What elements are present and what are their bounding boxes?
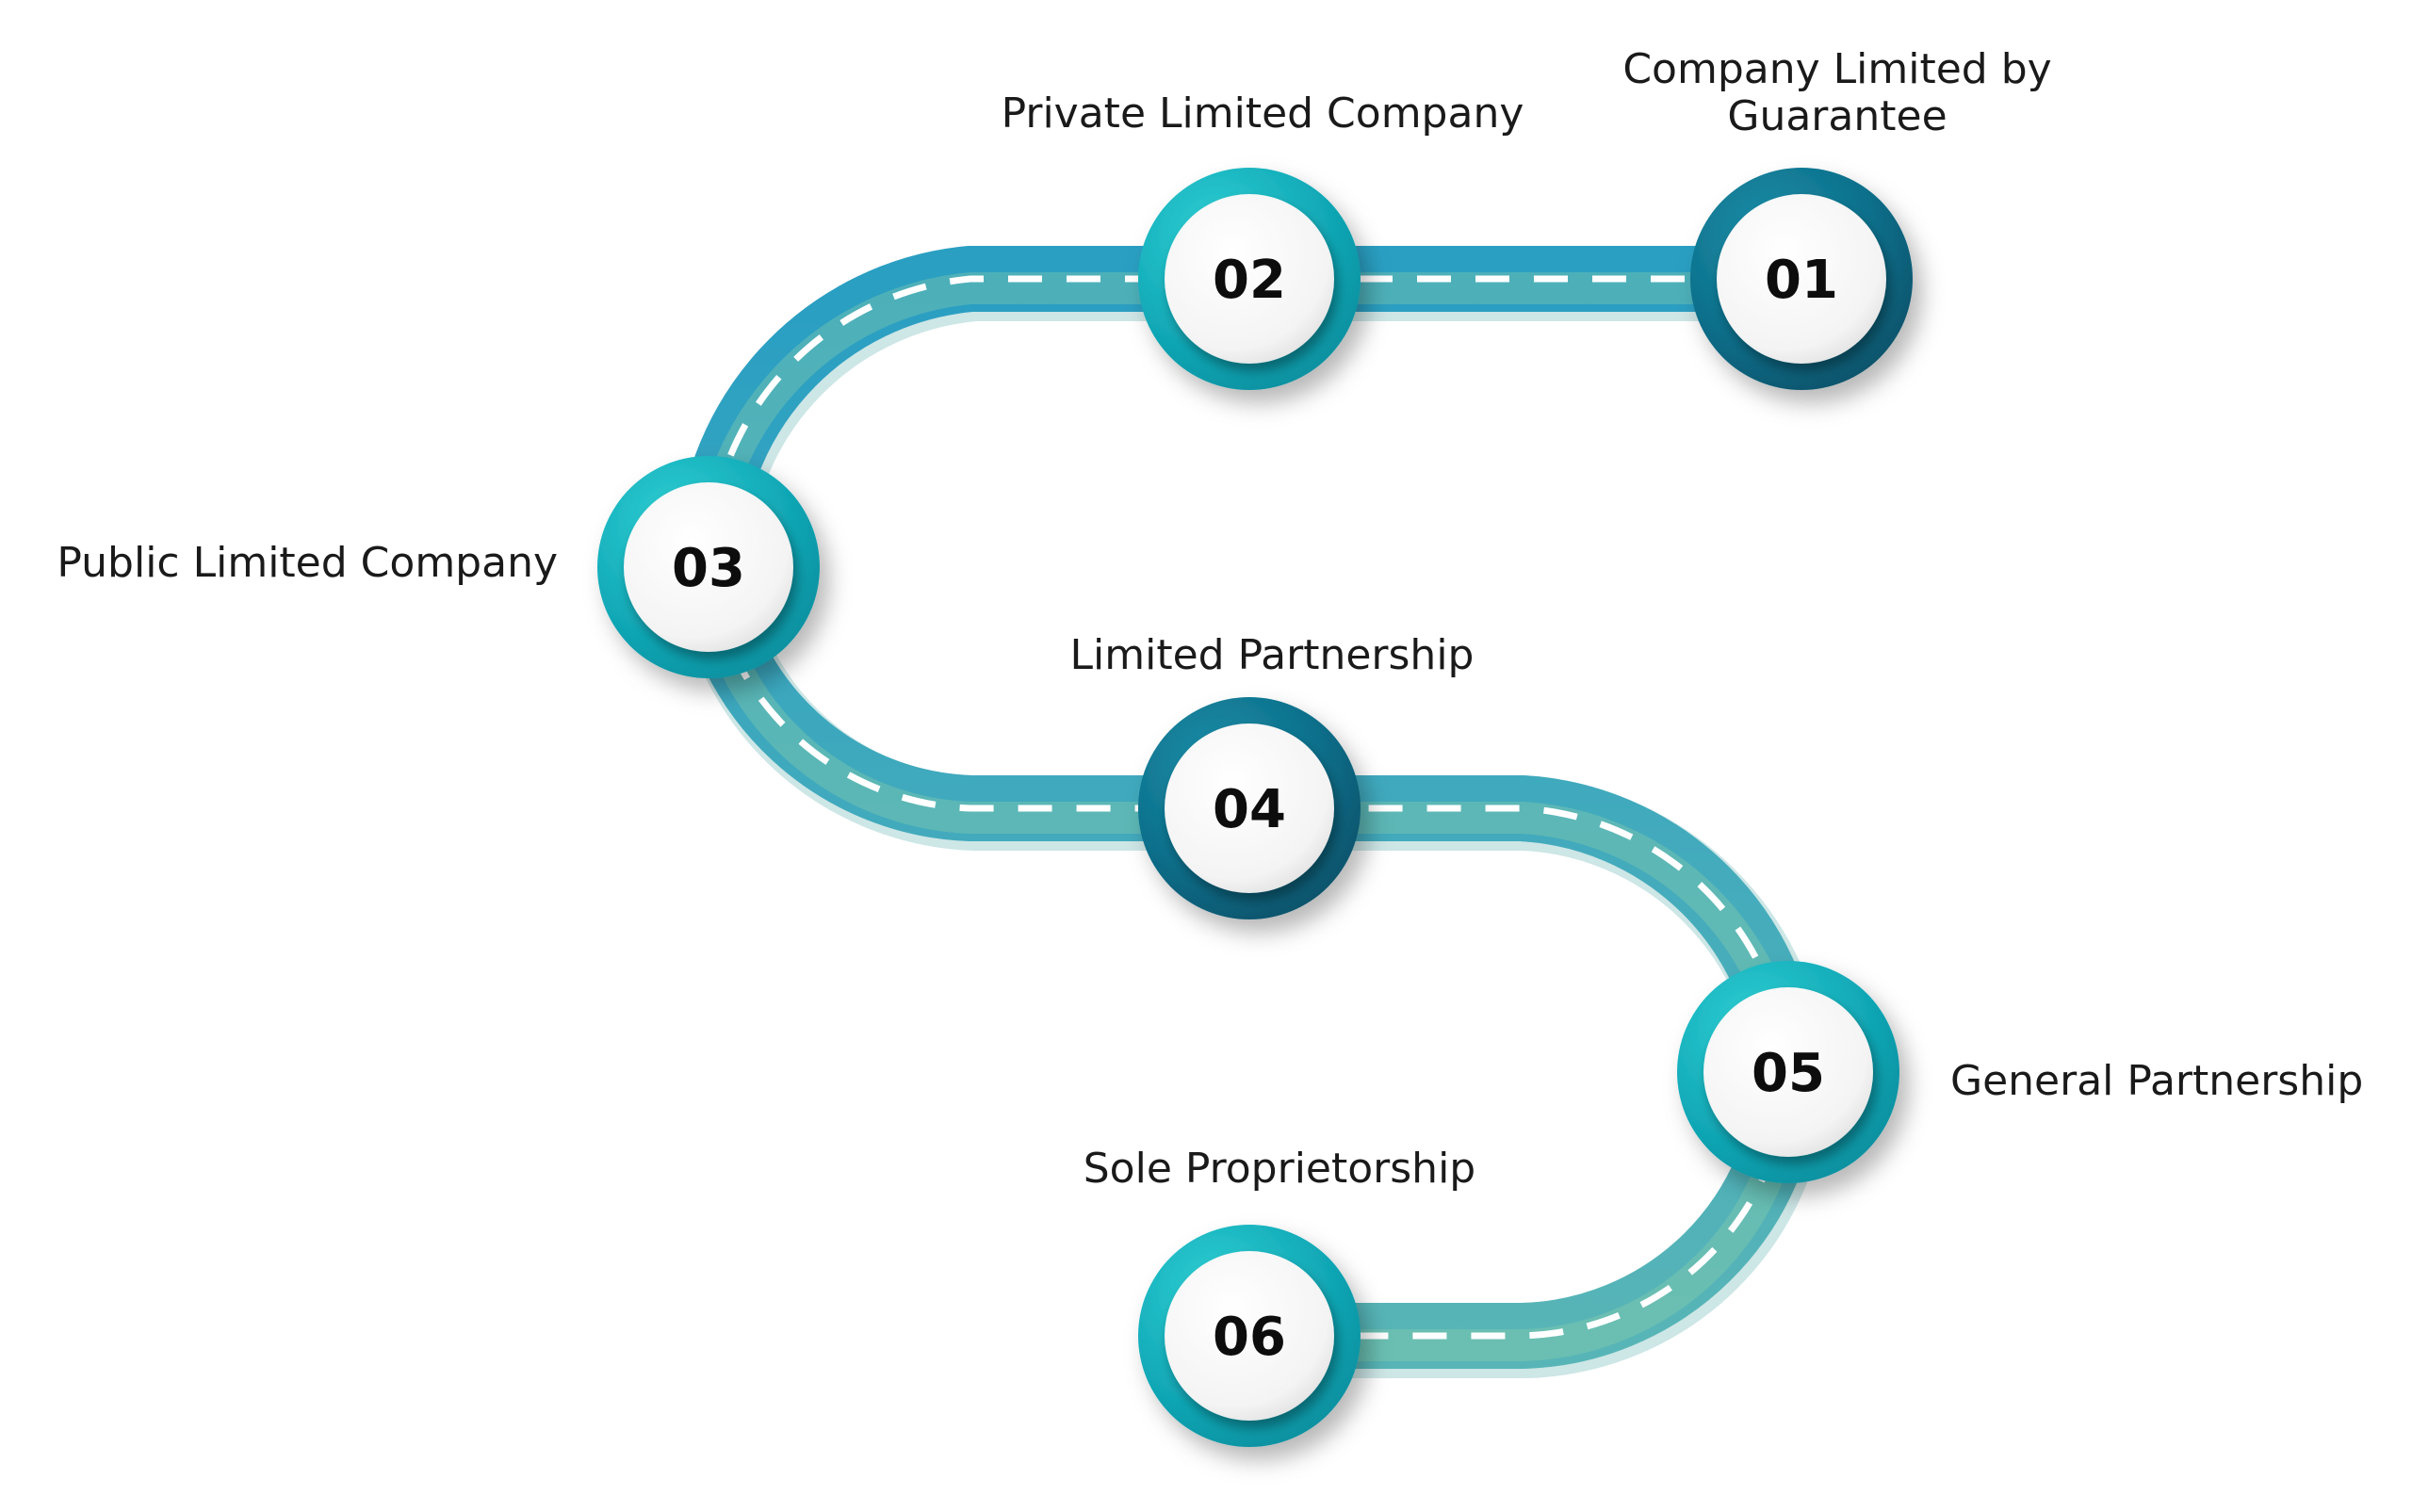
step-number: 02 <box>1213 250 1286 311</box>
step-label-05: General Partnership <box>1950 1057 2363 1105</box>
road-dash-line <box>705 275 1801 1340</box>
step-disc <box>624 482 793 652</box>
step-number: 05 <box>1752 1043 1825 1104</box>
step-node-03: 03 <box>597 456 820 678</box>
step-node-05: 05 <box>1677 961 1899 1183</box>
step-disc <box>1703 987 1873 1157</box>
step-node-06: 06 <box>1138 1225 1361 1447</box>
step-number: 03 <box>672 538 745 599</box>
step-label-06: Sole Proprietorship <box>1084 1145 1475 1193</box>
step-label-01-line-1: Company Limited by <box>1622 45 2051 93</box>
step-node-02: 02 <box>1138 168 1361 390</box>
step-disc <box>1165 194 1334 364</box>
step-number: 06 <box>1213 1307 1286 1368</box>
step-node-01: 01 <box>1690 168 1913 390</box>
road-center-dashes <box>705 275 1801 1340</box>
step-number: 01 <box>1765 250 1838 311</box>
step-nodes: 01 02 03 04 05 06 <box>597 168 1913 1447</box>
step-number: 04 <box>1213 779 1286 840</box>
step-node-04: 04 <box>1138 697 1361 919</box>
step-disc <box>1165 1251 1334 1421</box>
step-disc <box>1165 723 1334 893</box>
step-label-03: Public Limited Company <box>57 539 558 587</box>
step-label-04: Limited Partnership <box>1070 631 1475 679</box>
step-label-01-line-2: Guarantee <box>1727 92 1947 140</box>
step-disc <box>1717 194 1886 364</box>
step-label-02: Private Limited Company <box>1002 89 1524 138</box>
